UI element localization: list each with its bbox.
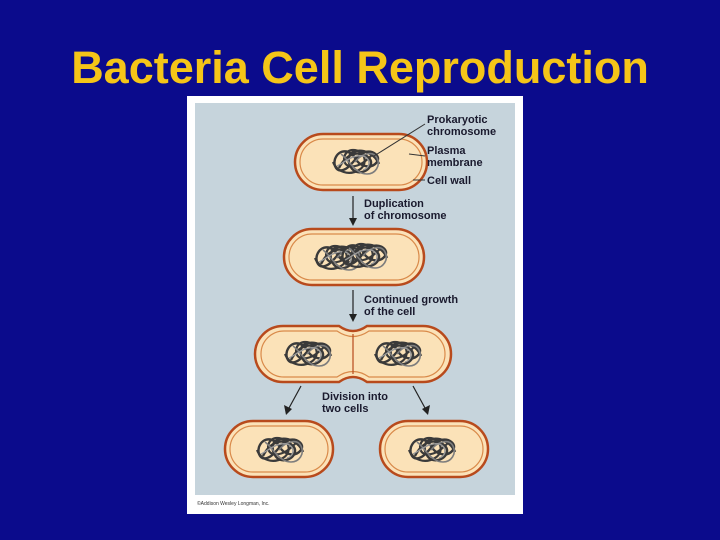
daughter-cell-left xyxy=(225,421,333,477)
copyright-text: ©Addison Wesley Longman, Inc. xyxy=(197,500,270,507)
slide-title: Bacteria Cell Reproduction xyxy=(0,40,720,96)
daughter-cell-right xyxy=(380,421,488,477)
label-cell-wall: Cell wall xyxy=(427,175,471,187)
cell-stage-3 xyxy=(255,326,451,382)
cell-wall xyxy=(295,134,427,190)
figure-panel: Prokaryotic chromosome Plasma membrane C… xyxy=(187,96,523,514)
cell-stage-2 xyxy=(284,229,424,285)
cell-stage-1 xyxy=(295,134,427,190)
label-prokaryotic-chromosome: Prokaryotic chromosome xyxy=(427,114,496,138)
binary-fission-diagram: Prokaryotic chromosome Plasma membrane C… xyxy=(187,96,523,514)
